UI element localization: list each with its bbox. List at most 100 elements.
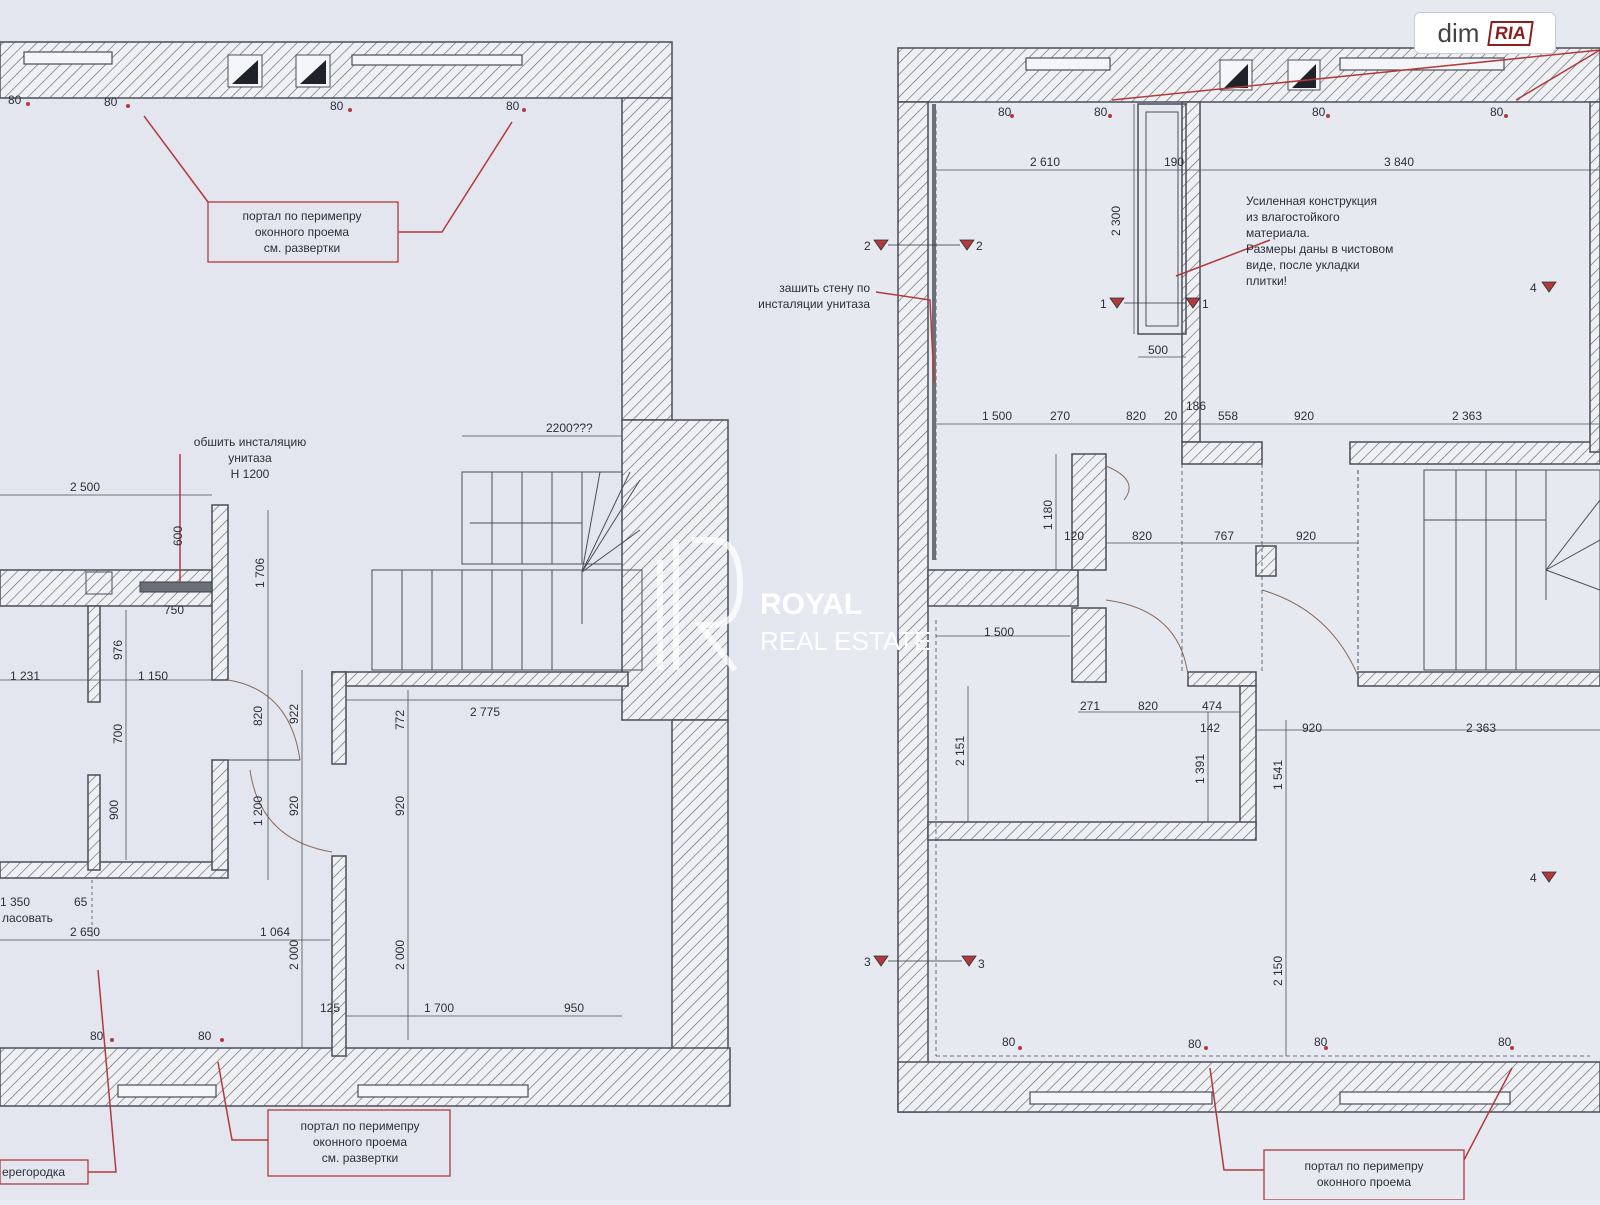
left-vent-shafts xyxy=(227,54,331,88)
dim-ria-logo: dim RIA xyxy=(1414,12,1556,54)
watermark-logo xyxy=(657,537,744,672)
right-door-swings xyxy=(1105,465,1359,677)
left-plan-walls xyxy=(0,41,731,1107)
dimension-label-r-558: 558 xyxy=(1218,409,1238,423)
left-windows xyxy=(23,51,529,1098)
dimension-label-d-80-e: 80 xyxy=(90,1029,104,1043)
dimension-label-d-80-b: 80 xyxy=(104,95,118,109)
dimension-label-d-1350: 1 350 xyxy=(0,895,30,909)
dimension-label-d-80-d: 80 xyxy=(506,99,520,113)
note-portal-bottom-left-line: см. развертки xyxy=(322,1151,398,1165)
dimension-label-d-1200: 1 200 xyxy=(251,796,265,826)
dimension-label-d-80-c: 80 xyxy=(330,99,344,113)
dimension-label-r-80-b: 80 xyxy=(1094,105,1108,119)
dimension-label-r-3840: 3 840 xyxy=(1384,155,1414,169)
dimension-label-d-80-f: 80 xyxy=(198,1029,212,1043)
note-agree: ласовать xyxy=(2,911,53,925)
right-leader-arrows xyxy=(875,49,1600,1171)
section-mark-s4b: 4 xyxy=(1530,871,1537,885)
dimension-label-d-1064: 1 064 xyxy=(260,925,290,939)
logo-text-dim: dim xyxy=(1437,17,1480,48)
dimension-label-d-920-l2: 920 xyxy=(393,796,407,816)
dimension-label-d-125: 125 xyxy=(320,1001,340,1015)
note-reinforced-line: виде, после укладки xyxy=(1246,258,1360,272)
dimension-label-d-750: 750 xyxy=(164,603,184,617)
dimension-label-r-270: 270 xyxy=(1050,409,1070,423)
dimension-label-r-80-a: 80 xyxy=(998,105,1012,119)
dimension-label-r-80-d: 80 xyxy=(1490,105,1504,119)
left-staircase xyxy=(371,471,643,671)
left-door-swings xyxy=(227,679,333,853)
dimension-label-r-2300: 2 300 xyxy=(1109,206,1123,236)
section-mark-s1l: 1 xyxy=(1100,297,1107,311)
note-install-cover-line: обшить инсталяцию xyxy=(194,435,306,449)
left-dimension-lines xyxy=(0,435,622,1048)
note-reinforced-line: плитки! xyxy=(1246,274,1287,288)
dimension-label-r-920-b: 920 xyxy=(1296,529,1316,543)
dimension-label-d-1706: 1 706 xyxy=(253,558,267,588)
dimension-label-r-80-f: 80 xyxy=(1188,1037,1202,1051)
note-reinforced-line: Размеры даны в чистовом xyxy=(1246,242,1393,256)
dimension-label-d-772: 772 xyxy=(393,710,407,730)
section-triangles xyxy=(873,239,1557,967)
note-install-cover-line: H 1200 xyxy=(231,467,270,481)
shower-tray xyxy=(1137,103,1187,335)
section-mark-s3r: 3 xyxy=(978,957,985,971)
note-portal-top-line: оконного проема xyxy=(255,225,350,239)
dimension-label-r-20: 20 xyxy=(1164,409,1178,423)
dimension-label-r-820-b: 820 xyxy=(1132,529,1152,543)
dimension-label-r-80-g: 80 xyxy=(1314,1035,1328,1049)
dimension-label-r-80-h: 80 xyxy=(1498,1035,1512,1049)
dimension-label-r-920-c: 920 xyxy=(1302,721,1322,735)
dimension-label-d-950: 950 xyxy=(564,1001,584,1015)
right-windows xyxy=(1025,57,1511,1105)
dimension-label-r-2363-b: 2 363 xyxy=(1466,721,1496,735)
dimension-label-r-500: 500 xyxy=(1148,343,1168,357)
note-install-cover-line: унитаза xyxy=(228,451,272,465)
dimension-label-d-2000-b: 2 000 xyxy=(393,940,407,970)
note-reinforced-line: из влагостойкого xyxy=(1246,210,1340,224)
dimension-label-r-271: 271 xyxy=(1080,699,1100,713)
section-mark-s3l: 3 xyxy=(864,955,871,969)
left-leader-arrows xyxy=(88,115,513,1173)
logo-text-ria: RIA xyxy=(1487,20,1535,46)
dimension-label-r-120: 120 xyxy=(1064,529,1084,543)
dimension-label-r-1500-b: 1 500 xyxy=(984,625,1014,639)
dimension-label-r-1180: 1 180 xyxy=(1041,500,1055,530)
section-mark-s2r: 2 xyxy=(976,239,983,253)
note-portal-top-line: портал по перимепру xyxy=(243,209,362,223)
dimension-label-r-80-e: 80 xyxy=(1002,1035,1016,1049)
dimension-label-d-1700: 1 700 xyxy=(424,1001,454,1015)
note-wall-cover-line: зашить стену по xyxy=(779,281,870,295)
section-mark-s1r: 1 xyxy=(1202,297,1209,311)
dimension-label-r-820-a: 820 xyxy=(1126,409,1146,423)
dimension-label-d-600: 600 xyxy=(171,526,185,546)
dimension-label-d-2000-a: 2 000 xyxy=(287,940,301,970)
dimension-label-r-2610: 2 610 xyxy=(1030,155,1060,169)
right-dimension-lines xyxy=(936,104,1600,1056)
dimension-label-r-1391: 1 391 xyxy=(1193,754,1207,784)
dimension-label-r-80-c: 80 xyxy=(1312,105,1326,119)
dimension-label-r-2363-a: 2 363 xyxy=(1452,409,1482,423)
watermark-line1: ROYAL xyxy=(760,588,862,621)
dimension-label-r-1500-a: 1 500 xyxy=(982,409,1012,423)
note-reinforced-line: материала. xyxy=(1246,226,1310,240)
dimension-label-r-474: 474 xyxy=(1202,699,1222,713)
dimension-label-d-820-l: 820 xyxy=(251,706,265,726)
note-reinforced-line: Усиленная конструкция xyxy=(1246,194,1377,208)
dimension-label-r-1541: 1 541 xyxy=(1271,760,1285,790)
dimension-label-r-190: 190 xyxy=(1164,155,1184,169)
right-plan-walls xyxy=(897,47,1600,1113)
note-portal-bottom-left-line: оконного проема xyxy=(313,1135,408,1149)
dimension-label-r-2151: 2 151 xyxy=(953,736,967,766)
note-wall-cover-line: инсталяции унитаза xyxy=(758,297,870,311)
dimension-label-r-767: 767 xyxy=(1214,529,1234,543)
dimension-label-r-142: 142 xyxy=(1200,721,1220,735)
dimension-label-d-2500: 2 500 xyxy=(70,480,100,494)
watermark-line2: REAL ESTATE xyxy=(760,626,931,656)
dimension-label-r-2150: 2 150 xyxy=(1271,956,1285,986)
red-tick-marks xyxy=(26,102,1514,1050)
right-vent-shafts xyxy=(1219,59,1321,91)
left-wc-niche xyxy=(85,571,113,595)
